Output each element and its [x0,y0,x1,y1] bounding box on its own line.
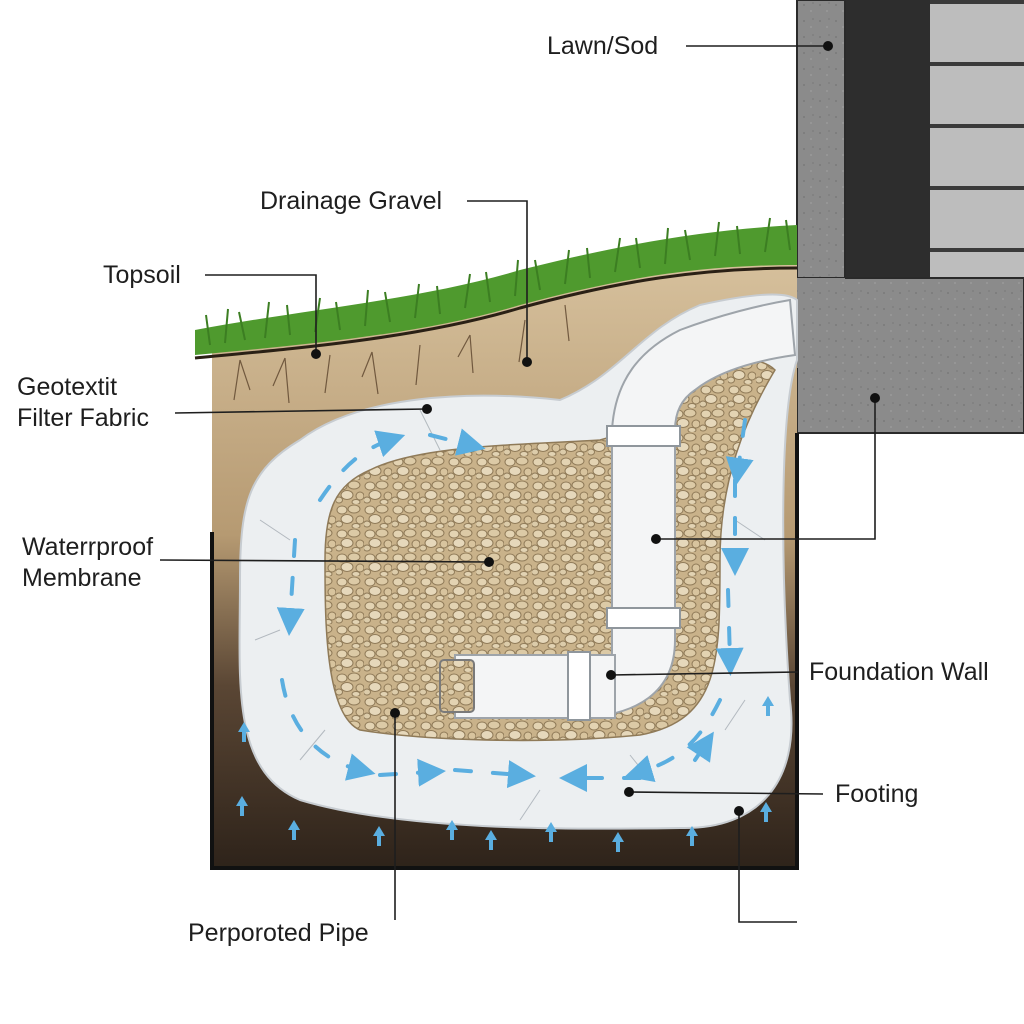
leader-dots [311,41,880,816]
wall-dark-layer [845,0,930,278]
label-footing: Footing [835,779,918,810]
label-lawn-sod: Lawn/Sod [547,31,658,62]
label-topsoil: Topsoil [103,260,181,291]
label-membrane: Waterrproof Membrane [22,532,153,594]
label-topsoil-text: Topsoil [103,261,181,289]
label-drainage-gravel: Drainage Gravel [260,186,442,217]
label-foundation-wall: Foundation Wall [809,657,989,688]
ground-line [194,266,798,360]
label-perforated-pipe: Perporoted Pipe [188,918,369,949]
label-membrane-line1: Waterrproof [22,533,154,561]
label-geotextile: Geotextit Filter Fabric [17,372,149,434]
pipe-open-end [439,659,475,713]
pipe-top-bend [610,298,797,431]
label-footing-text: Footing [835,780,919,808]
label-drainage-gravel-text: Drainage Gravel [260,187,443,215]
label-perforated-pipe-text: Perporoted Pipe [188,919,369,947]
house-siding [930,0,1024,278]
grass-blades [205,217,791,346]
label-membrane-line2: Membrane [22,564,142,592]
pipe-coupling-bottom [567,651,591,721]
grass-layer [195,225,797,355]
grass-roots [233,304,570,404]
water-flow-arrows [276,418,754,792]
leader-lines [159,45,876,923]
label-geotextile-line2: Filter Fabric [17,404,149,432]
label-geotextile-line1: Geotextit [17,373,118,401]
pipe-coupling-mid [606,607,681,629]
ground-water-arrows [236,696,774,852]
soil-outline [210,433,799,870]
pipe-coupling-top [606,425,681,447]
wall-footing-joint [797,278,845,368]
label-lawn-sod-text: Lawn/Sod [547,32,659,60]
label-foundation-wall-text: Foundation Wall [809,658,989,686]
